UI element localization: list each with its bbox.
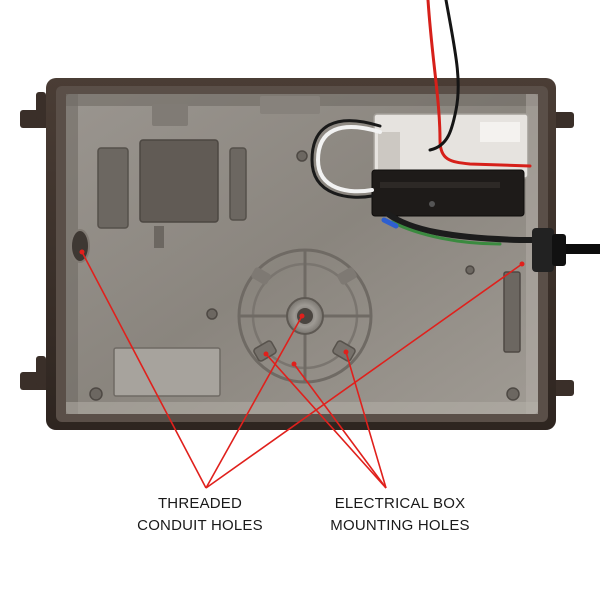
pointer-endpoints bbox=[79, 249, 525, 367]
label-line-1: ELECTRICAL BOX bbox=[334, 495, 466, 512]
casting-pads bbox=[97, 96, 320, 397]
led-driver bbox=[371, 113, 529, 217]
label-threaded-conduit-holes: THREADED CONDUIT HOLES bbox=[135, 493, 265, 537]
label-electrical-box-mounting-holes: ELECTRICAL BOX MOUNTING HOLES bbox=[315, 493, 485, 537]
label-line-2: MOUNTING HOLES bbox=[330, 517, 470, 534]
screws bbox=[89, 150, 520, 401]
pointer-lines bbox=[81, 251, 523, 489]
wires bbox=[310, 0, 543, 246]
label-line-2: CONDUIT HOLES bbox=[137, 517, 263, 534]
left-conduit-hole bbox=[70, 229, 90, 263]
cable-gland bbox=[532, 228, 600, 272]
label-line-1: THREADED bbox=[157, 495, 243, 512]
center-mount-plate bbox=[237, 248, 373, 384]
